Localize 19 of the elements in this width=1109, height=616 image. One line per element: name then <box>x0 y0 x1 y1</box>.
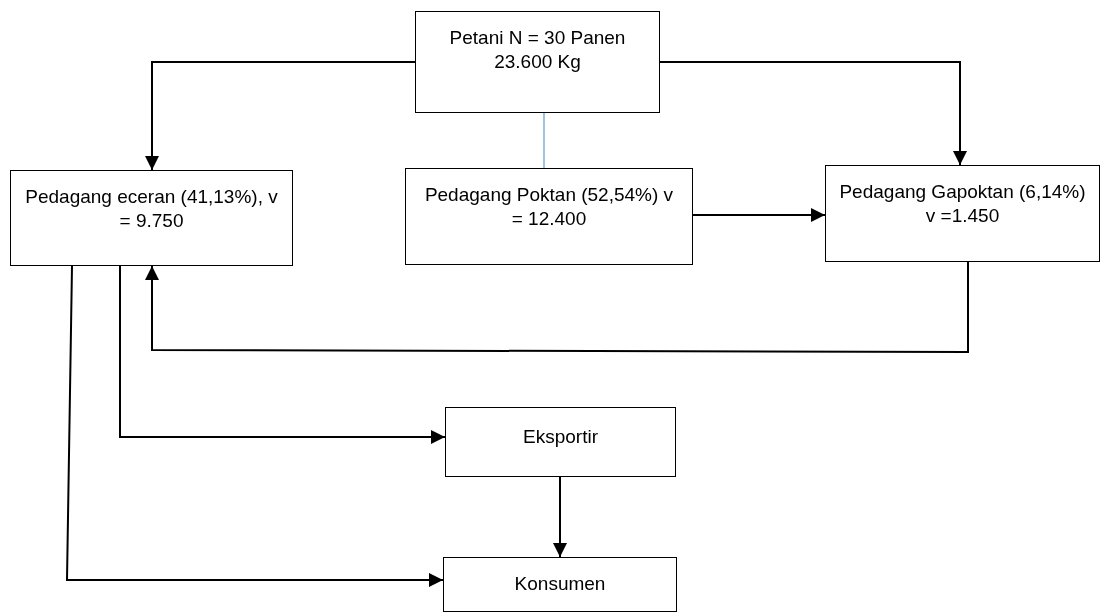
arrow <box>145 261 969 353</box>
process-box <box>405 168 693 265</box>
arrow <box>145 61 416 171</box>
node-label: Konsumen <box>514 572 606 596</box>
process-box <box>825 165 1100 262</box>
process-box <box>443 557 677 612</box>
arrow <box>659 61 967 166</box>
node-label: Pedagang eceran (41,13%), v = 9.750 <box>24 185 279 233</box>
node-label: Petani N = 30 Panen 23.600 Kg <box>448 26 627 74</box>
process-box <box>415 11 660 113</box>
process-box <box>10 170 293 266</box>
arrow <box>553 476 567 558</box>
node-label: Pedagang Gapoktan (6,14%) v =1.450 <box>838 180 1087 228</box>
node-label: Eksportir <box>523 425 598 449</box>
arrow <box>119 265 446 444</box>
node-label: Pedagang Poktan (52,54%) v = 12.400 <box>423 183 675 231</box>
arrow <box>692 208 826 222</box>
process-box <box>445 407 676 477</box>
arrow <box>66 265 444 587</box>
